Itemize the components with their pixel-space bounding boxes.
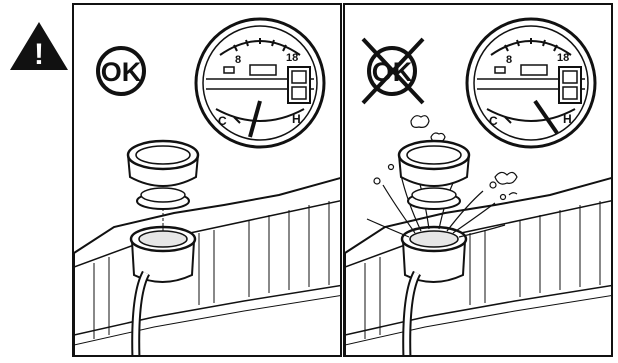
gauge-number-low: 8 (506, 54, 512, 66)
panel-ok: OK 8 18 (72, 3, 342, 357)
panel-not-ok: OK 8 18 (343, 3, 613, 357)
ok-badge-label: OK (101, 57, 142, 87)
gauge-number-high: 18 (557, 52, 569, 64)
gauge-cold-label: C (218, 114, 227, 128)
temperature-gauge: 8 18 C H (196, 19, 324, 147)
warning-exclamation: ! (34, 38, 44, 71)
not-ok-badge: OK (363, 39, 423, 103)
gauge-hot-label: H (563, 112, 572, 126)
gauge-number-low: 8 (235, 54, 241, 66)
gauge-hot-label: H (292, 112, 301, 126)
gauge-cold-label: C (489, 114, 498, 128)
ok-badge: OK (98, 48, 144, 94)
gauge-number-high: 18 (286, 52, 298, 64)
temperature-gauge-hot: 8 18 C H (467, 19, 595, 147)
warning-triangle-icon: ! (8, 20, 70, 72)
